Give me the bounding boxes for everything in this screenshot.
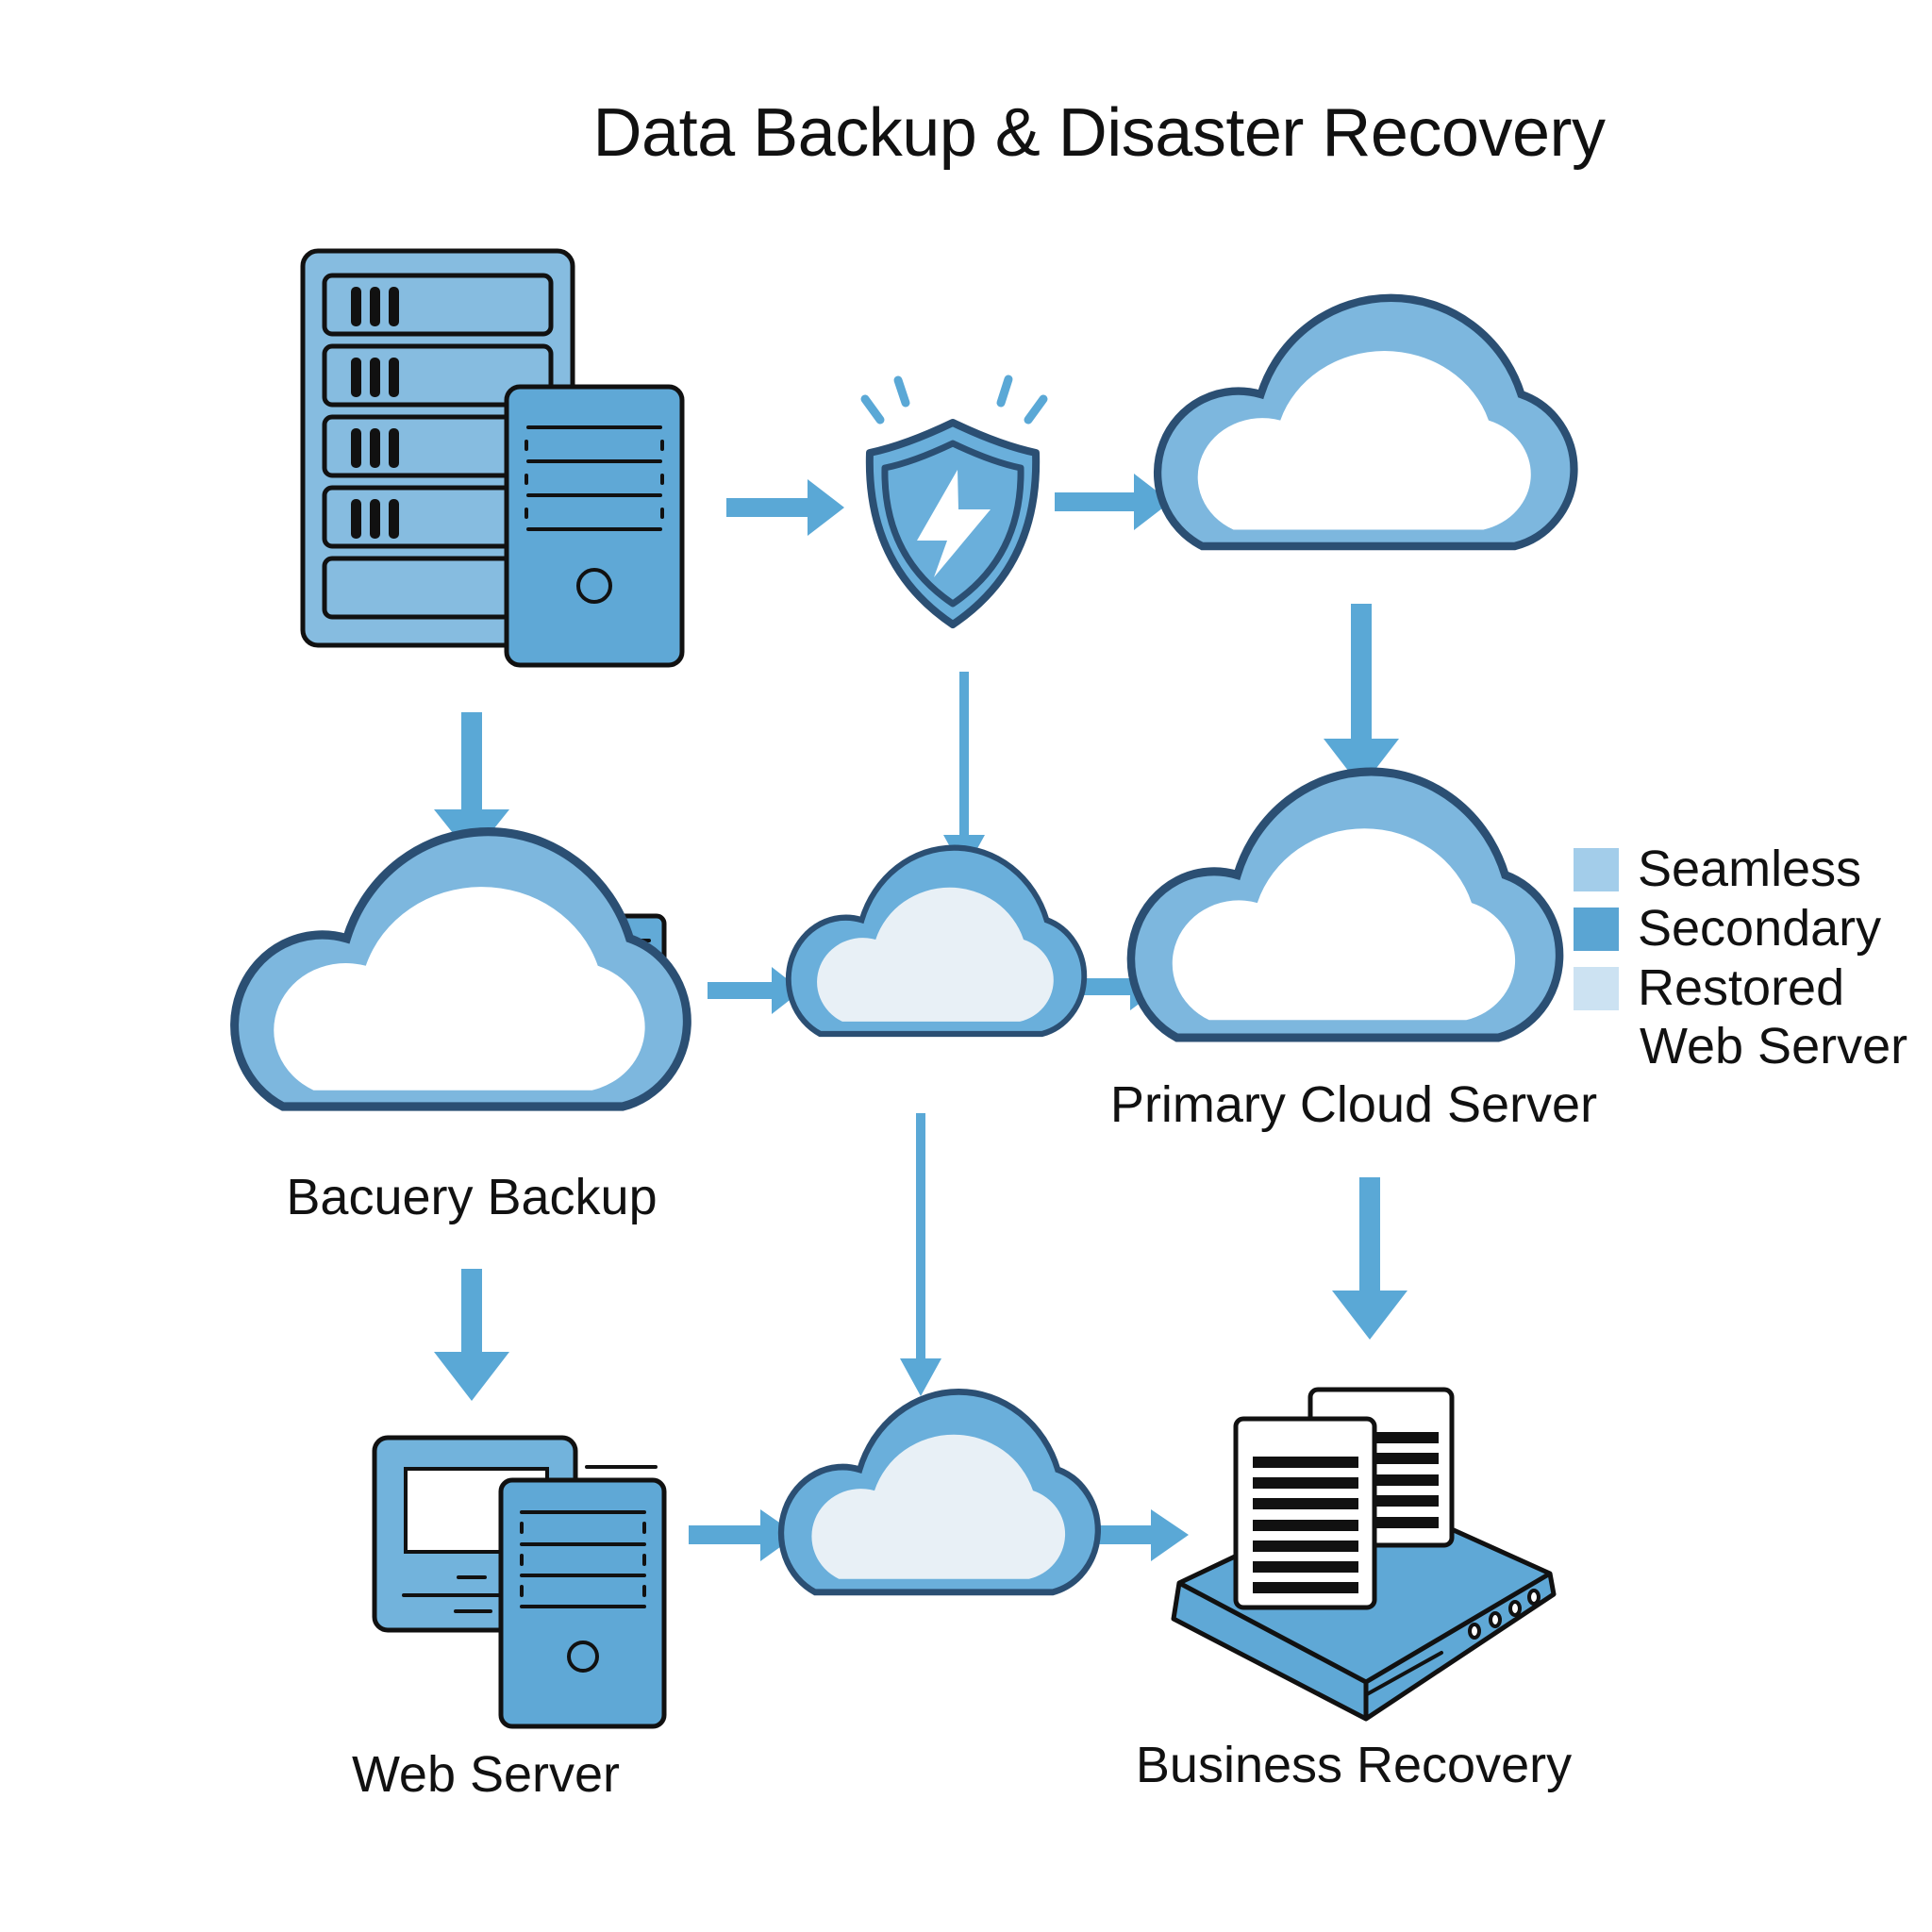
- legend-swatch: [1574, 966, 1619, 1010]
- cloud-backup-icon: [235, 832, 688, 1107]
- arrow-servers-to-shield: [726, 479, 844, 536]
- diagram-title: Data Backup & Disaster Recovery: [592, 95, 1606, 171]
- legend-item-restored: Restored: [1574, 958, 1881, 1018]
- legend-swatch: [1574, 907, 1619, 951]
- arrow-shield-to-cloud: [1055, 474, 1171, 530]
- primary-cloud-label: Primary Cloud Server: [1109, 1076, 1598, 1133]
- legend-label: Restored: [1638, 959, 1845, 1016]
- legend: Seamless Secondary Restored: [1574, 840, 1881, 1018]
- legend-item-seamless: Seamless: [1574, 840, 1881, 899]
- legend-extra-label: Web Server: [1640, 1018, 1908, 1074]
- arrow-shield-to-middle-cloud: [943, 672, 985, 873]
- cloud-middle-icon: [789, 848, 1084, 1034]
- cloud-primary-icon: [1131, 772, 1559, 1038]
- legend-label: Seamless: [1638, 841, 1862, 897]
- arrow-primary-to-business: [1332, 1177, 1407, 1340]
- server-tower-icon: [498, 1477, 667, 1729]
- legend-swatch: [1574, 847, 1619, 891]
- arrow-middle-to-bottom-cloud: [900, 1113, 941, 1396]
- cloud-bottom-icon: [781, 1391, 1098, 1591]
- shield-lightning-icon: [860, 375, 1048, 628]
- document-front-icon: [1233, 1416, 1377, 1610]
- arrow-cloud-to-primary: [1324, 604, 1399, 788]
- web-server-icon: [372, 1435, 667, 1729]
- lightning-bolt-icon: [917, 470, 991, 577]
- web-server-label: Web Server: [351, 1746, 621, 1803]
- cloud-top-right-icon: [1158, 298, 1574, 546]
- arrow-backup-to-web-server: [434, 1269, 509, 1401]
- legend-item-secondary: Secondary: [1574, 899, 1881, 958]
- storage-documents-icon: [1171, 1387, 1557, 1722]
- legend-label: Secondary: [1638, 900, 1882, 957]
- alert-rays: [860, 375, 1048, 425]
- business-recovery-label: Business Recovery: [1135, 1737, 1573, 1793]
- server-tower-icon: [504, 384, 685, 668]
- backup-cloud-label: Bacuery Backup: [286, 1169, 658, 1225]
